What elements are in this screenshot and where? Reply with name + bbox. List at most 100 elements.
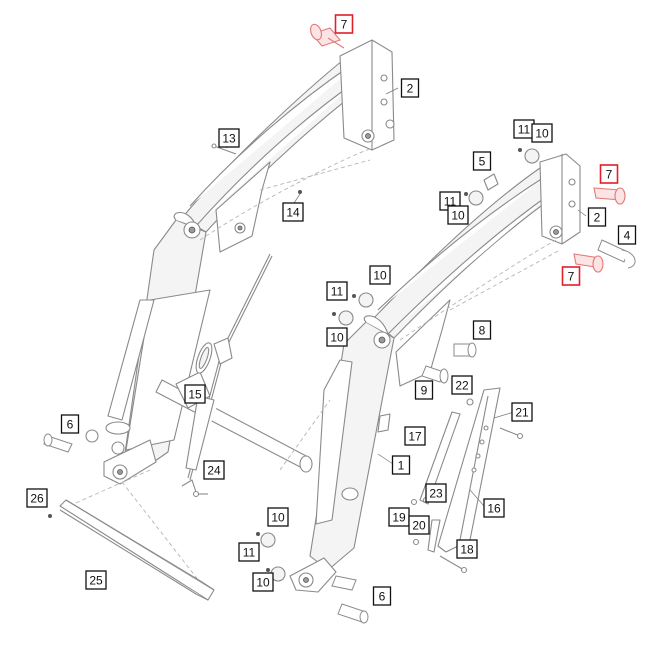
callout-number: 23 (429, 487, 443, 501)
callout-number: 10 (535, 127, 549, 141)
callout-box (408, 515, 430, 535)
callout-18: 18 (456, 539, 478, 559)
callout-box (599, 164, 619, 184)
callout-box (425, 483, 447, 503)
callout-number: 6 (67, 418, 74, 432)
callout-25: 25 (85, 570, 107, 590)
callout-box (218, 128, 240, 148)
callout-10: 10 (447, 205, 469, 225)
pin-7-top (310, 23, 345, 49)
callout-20: 20 (408, 515, 430, 535)
callout-17: 17 (404, 426, 426, 446)
left-loader-arm (59, 39, 395, 591)
callout-box (203, 460, 225, 480)
callout-13: 13 (218, 128, 240, 148)
callout-box (451, 375, 473, 395)
callout-box (483, 498, 505, 518)
callout-number: 10 (451, 209, 465, 223)
callout-box (85, 570, 107, 590)
callout-box (267, 507, 289, 527)
callout-box (447, 205, 469, 225)
callout-21: 21 (511, 402, 533, 422)
callout-8: 8 (472, 320, 492, 340)
callout-box (391, 455, 411, 475)
callout-2: 2 (400, 78, 420, 98)
callout-15: 15 (184, 384, 206, 404)
callout-number: 11 (331, 285, 344, 299)
callout-box (617, 225, 637, 245)
callout-number: 26 (30, 492, 44, 506)
hardware-parts (43, 23, 636, 624)
callout-number: 4 (624, 229, 631, 243)
pin-4 (597, 239, 636, 269)
callout-10: 10 (326, 327, 348, 347)
callout-box (400, 78, 420, 98)
bottom-plate (48, 499, 215, 601)
callout-number: 11 (243, 546, 256, 560)
callout-box (414, 380, 434, 400)
callout-22: 22 (451, 375, 473, 395)
callout-box (404, 426, 426, 446)
callout-number: 24 (207, 464, 221, 478)
callout-number: 7 (341, 18, 348, 32)
callout-5: 5 (472, 151, 492, 171)
callout-box (531, 123, 553, 143)
callout-number: 15 (188, 388, 202, 402)
callout-19: 19 (388, 507, 410, 527)
callout-7: 7 (561, 266, 581, 286)
pin-7-right-top (593, 187, 626, 205)
callout-number: 11 (518, 123, 531, 137)
callout-box (472, 320, 492, 340)
callout-7: 7 (599, 164, 619, 184)
callout-box (372, 586, 392, 606)
callout-2: 2 (587, 207, 607, 227)
callout-10: 10 (369, 265, 391, 285)
callout-number: 21 (515, 406, 529, 420)
callout-box (326, 327, 348, 347)
callout-1: 1 (391, 455, 411, 475)
callout-23: 23 (425, 483, 447, 503)
callout-14: 14 (282, 202, 304, 222)
callout-7: 7 (334, 14, 354, 34)
callout-box (369, 265, 391, 285)
callout-box (561, 266, 581, 286)
callout-box (252, 572, 274, 592)
callout-number: 7 (568, 270, 575, 284)
callout-number: 2 (594, 211, 601, 225)
callout-number: 20 (412, 519, 426, 533)
callout-box (472, 151, 492, 171)
callout-box (326, 281, 348, 301)
callout-box (238, 542, 260, 562)
callout-number: 10 (271, 511, 285, 525)
callout-number: 22 (455, 379, 469, 393)
callout-10: 10 (531, 123, 553, 143)
callout-box (334, 14, 354, 34)
callout-number: 5 (479, 155, 486, 169)
callout-4: 4 (617, 225, 637, 245)
callout-box (511, 402, 533, 422)
callout-box (60, 414, 80, 434)
callout-number: 17 (408, 430, 422, 444)
callout-box (26, 488, 48, 508)
callout-number: 7 (606, 168, 613, 182)
callout-number: 14 (286, 206, 300, 220)
callout-number: 2 (407, 82, 414, 96)
callout-6: 6 (372, 586, 392, 606)
callout-number: 13 (222, 132, 236, 146)
callout-number: 8 (479, 324, 486, 338)
callout-11: 11 (238, 542, 260, 562)
callout-number: 11 (444, 195, 457, 209)
callout-11: 11 (326, 281, 348, 301)
callout-number: 6 (379, 590, 386, 604)
callout-number: 10 (256, 576, 270, 590)
callout-number: 1 (398, 459, 405, 473)
callout-box (282, 202, 304, 222)
callout-box (456, 539, 478, 559)
callout-16: 16 (483, 498, 505, 518)
callout-10: 10 (267, 507, 289, 527)
control-rod (181, 253, 273, 493)
callout-number: 18 (460, 543, 474, 557)
callout-6: 6 (60, 414, 80, 434)
